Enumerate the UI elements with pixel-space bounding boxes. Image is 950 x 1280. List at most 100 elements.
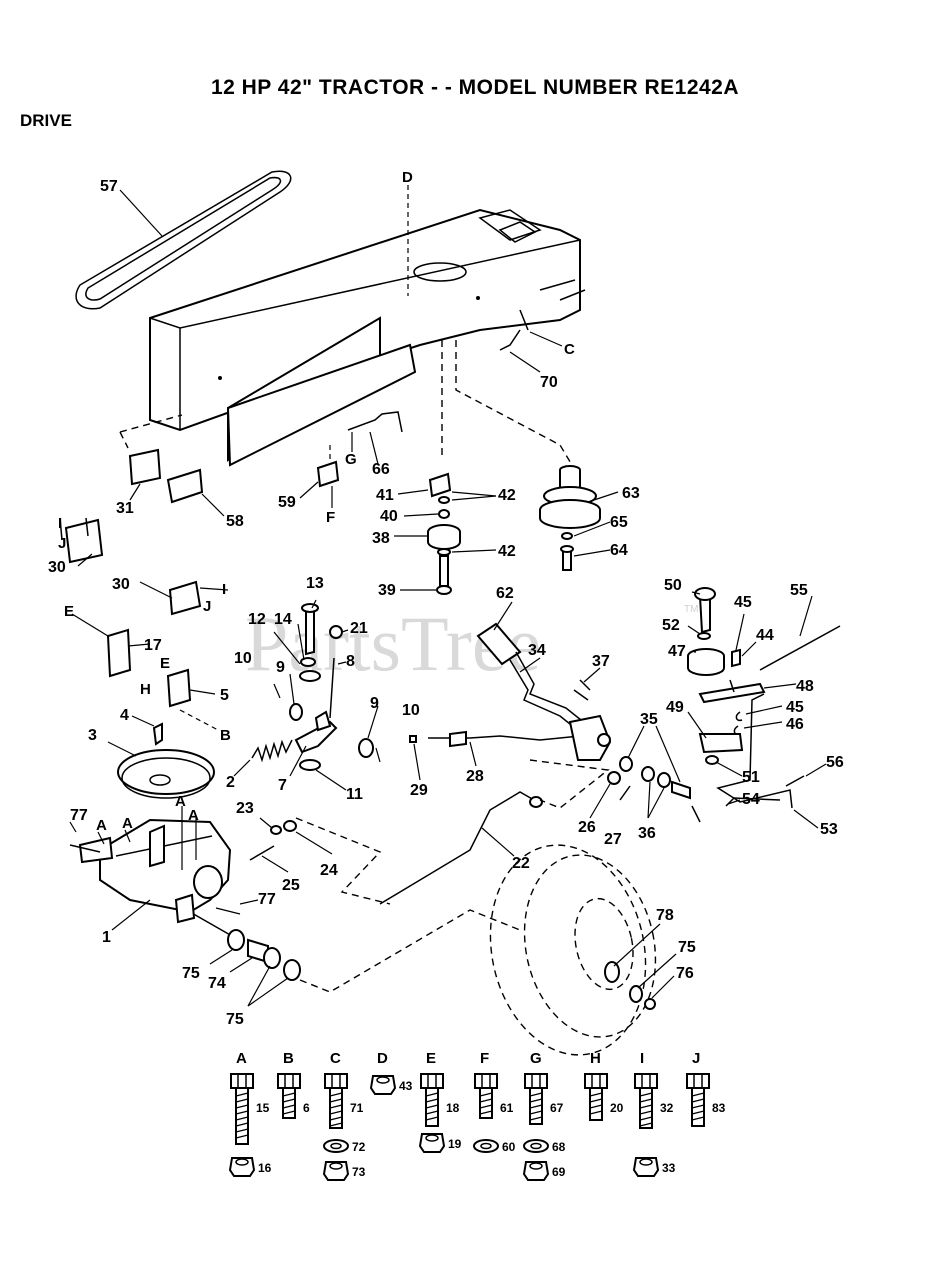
bolt-6 bbox=[277, 1073, 301, 1119]
ref-J-30a: J bbox=[58, 535, 66, 552]
callout-34: 34 bbox=[528, 642, 546, 659]
leader-2 bbox=[233, 759, 251, 777]
ref-J-30b: J bbox=[203, 598, 211, 615]
callout-1: 1 bbox=[102, 929, 111, 946]
leader-42a bbox=[451, 491, 497, 497]
leader-64 bbox=[573, 549, 611, 557]
callout-62: 62 bbox=[496, 585, 514, 602]
callout-36: 36 bbox=[638, 825, 656, 842]
callout-58: 58 bbox=[226, 513, 244, 530]
bushing-35b bbox=[671, 780, 691, 800]
callout-35: 35 bbox=[640, 711, 658, 728]
callout-57: 57 bbox=[100, 178, 118, 195]
legend-bolt-18: 18 bbox=[446, 1101, 460, 1115]
nut-16 bbox=[228, 1157, 256, 1177]
leader-48 bbox=[763, 683, 797, 689]
legend-nut-19: 19 bbox=[448, 1137, 462, 1151]
leader-35b bbox=[655, 725, 681, 783]
ref-E-5: E bbox=[160, 655, 170, 672]
axle-centerline bbox=[299, 909, 521, 993]
ref-I-30a: I bbox=[58, 515, 62, 532]
ref-H-5: H bbox=[140, 681, 151, 698]
callout-14: 14 bbox=[274, 611, 292, 628]
legend-bolt-83: 83 bbox=[712, 1101, 726, 1115]
leader-42b bbox=[451, 549, 497, 553]
callout-23: 23 bbox=[236, 800, 254, 817]
legend-bolt-15: 15 bbox=[256, 1101, 270, 1115]
transaxle-1 bbox=[69, 818, 233, 937]
washer-68 bbox=[523, 1139, 549, 1153]
rear-wheel bbox=[489, 844, 657, 1056]
callout-53: 53 bbox=[820, 821, 838, 838]
leader-11 bbox=[315, 769, 347, 791]
callout-13: 13 bbox=[306, 575, 324, 592]
callout-47: 47 bbox=[668, 643, 686, 660]
legend-washer-60: 60 bbox=[502, 1140, 516, 1154]
callout-75c: 75 bbox=[678, 939, 696, 956]
callout-2: 2 bbox=[226, 774, 235, 791]
legend-bolt-6: 6 bbox=[303, 1101, 310, 1115]
leader-9b bbox=[367, 705, 379, 739]
callout-8: 8 bbox=[346, 653, 355, 670]
legend-bolt-61: 61 bbox=[500, 1101, 514, 1115]
leader-29 bbox=[413, 743, 421, 781]
callout-75b: 75 bbox=[226, 1011, 244, 1028]
callout-31: 31 bbox=[116, 500, 134, 517]
legend-nut-69: 69 bbox=[552, 1165, 566, 1179]
callout-66: 66 bbox=[372, 461, 390, 478]
leader-25 bbox=[261, 855, 289, 873]
callout-77b: 77 bbox=[258, 891, 276, 908]
page-title: 12 HP 42" TRACTOR - - MODEL NUMBER RE124… bbox=[210, 76, 740, 99]
rod-22 bbox=[379, 791, 535, 905]
legend-nut-43: 43 bbox=[399, 1079, 413, 1093]
callout-25: 25 bbox=[282, 877, 300, 894]
rod-70 bbox=[499, 309, 529, 351]
callout-29: 29 bbox=[410, 782, 428, 799]
callout-59: 59 bbox=[278, 494, 296, 511]
leader-56 bbox=[805, 763, 827, 777]
washer-60 bbox=[473, 1139, 499, 1153]
ref-A-2: A bbox=[122, 815, 133, 832]
nut-73 bbox=[322, 1161, 350, 1181]
nut-69 bbox=[522, 1161, 550, 1181]
tractor-frame bbox=[149, 208, 586, 467]
brake-linkage bbox=[687, 587, 841, 823]
leader-21 bbox=[341, 629, 349, 633]
callout-27: 27 bbox=[604, 831, 622, 848]
callout-75a: 75 bbox=[182, 965, 200, 982]
legend-letter-A: A bbox=[236, 1050, 247, 1067]
key-77b bbox=[215, 907, 241, 915]
leader-4 bbox=[131, 715, 155, 727]
legend-letter-B: B bbox=[283, 1050, 294, 1067]
rod-66 bbox=[347, 411, 403, 433]
leader-54 bbox=[727, 799, 741, 805]
callout-10b: 10 bbox=[402, 702, 420, 719]
leader-51 bbox=[715, 761, 743, 777]
key-77a bbox=[69, 821, 77, 833]
leader-59 bbox=[299, 481, 319, 499]
nut-24 bbox=[283, 820, 297, 832]
callout-77a: 77 bbox=[70, 807, 88, 824]
callout-30a: 30 bbox=[48, 559, 66, 576]
legend-letter-C: C bbox=[330, 1050, 341, 1067]
ref-C: C bbox=[564, 341, 575, 358]
callout-54: 54 bbox=[742, 791, 760, 808]
callout-24: 24 bbox=[320, 862, 338, 879]
legend-letter-F: F bbox=[480, 1050, 489, 1067]
part-35a bbox=[619, 756, 633, 772]
ref-G: G bbox=[345, 451, 357, 468]
ref-D: D bbox=[402, 169, 413, 186]
callout-41: 41 bbox=[376, 487, 394, 504]
legend-bolt-32: 32 bbox=[660, 1101, 674, 1115]
leader-24 bbox=[295, 831, 333, 855]
legend-bolt-20: 20 bbox=[610, 1101, 624, 1115]
legend-letter-J: J bbox=[692, 1050, 700, 1067]
legend-bolt-67: 67 bbox=[550, 1101, 564, 1115]
leader-7 bbox=[289, 745, 307, 777]
washer-75b bbox=[263, 947, 281, 969]
callout-64: 64 bbox=[610, 542, 628, 559]
callout-56: 56 bbox=[826, 754, 844, 771]
callout-22: 22 bbox=[512, 855, 530, 872]
leader-5 bbox=[189, 689, 216, 695]
